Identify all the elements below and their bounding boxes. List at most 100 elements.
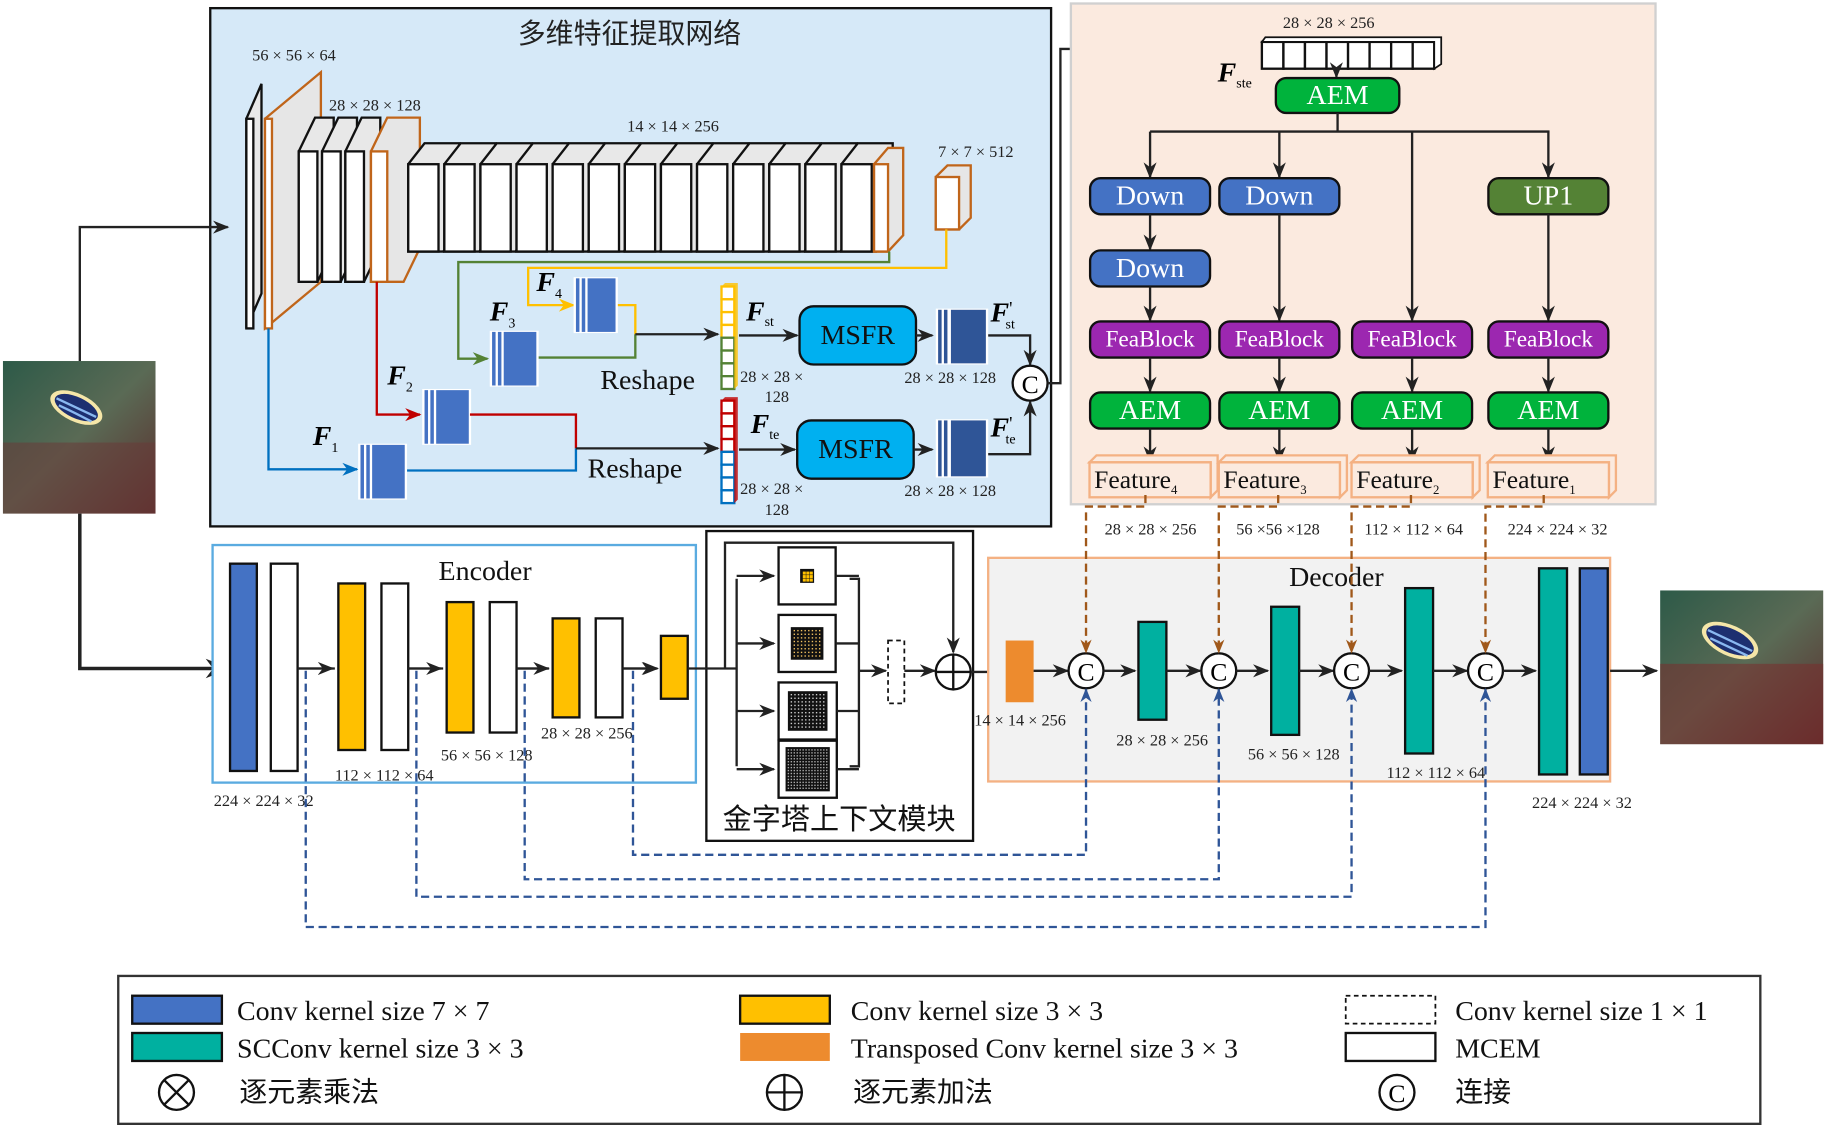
down-button-branch-2[interactable]: Down	[1218, 177, 1341, 216]
feablock-button-branch-4[interactable]: FeaBlock	[1487, 320, 1610, 359]
enc-dim-56: 56 × 56 × 128	[441, 745, 533, 764]
svg-text:Conv kernel size 3 × 3: Conv kernel size 3 × 3	[851, 996, 1103, 1027]
f4-label: F4	[535, 267, 562, 302]
dim-28-label: 28 × 28 × 128	[329, 96, 421, 115]
f-prime-te-block	[935, 419, 989, 478]
msfr-block-bottom[interactable]: MSFR	[796, 419, 915, 480]
legend-item-conv7: Conv kernel size 7 × 7	[131, 994, 489, 1027]
enc-dim-224: 224 × 224 × 32	[214, 791, 314, 810]
dec-scconv-3	[1403, 586, 1435, 755]
svg-text:Down: Down	[1116, 253, 1184, 284]
svg-text:UP1: UP1	[1524, 181, 1574, 212]
svg-text:AEM: AEM	[1248, 395, 1310, 426]
legend-item-scconv3: SCConv kernel size 3 × 3	[131, 1031, 524, 1064]
vec-dim-bottom-2: 128	[765, 500, 789, 519]
down-button-branch-1[interactable]: Down	[1088, 177, 1212, 216]
svg-text:C: C	[1388, 1079, 1405, 1108]
aem-panel: 28 × 28 × 256 Fste AEM DownDownFeaBlockA…	[1069, 2, 1657, 506]
concat-node-decoder-2: C	[1200, 652, 1238, 690]
pyramid-context-module: 金字塔上下文模块	[687, 529, 975, 843]
enc-conv3-2	[445, 600, 475, 734]
dec-dim-224: 224 × 224 × 32	[1532, 793, 1632, 812]
enc-mcem-1	[269, 562, 299, 773]
feature-connections	[1080, 494, 1545, 654]
decoder-title: Decoder	[1289, 562, 1384, 593]
f3-label: F3	[489, 296, 516, 331]
panel-title: 多维特征提取网络	[518, 17, 742, 50]
f3-block	[489, 330, 539, 387]
msfr-label-bottom: MSFR	[818, 434, 893, 465]
up1-button-branch-4[interactable]: UP1	[1487, 177, 1610, 216]
dec-dim-28: 28 × 28 × 256	[1116, 730, 1208, 749]
vec-dim-top-2: 128	[765, 387, 789, 406]
aem-button-branch-4[interactable]: AEM	[1487, 391, 1610, 430]
pyramid-conv1x1	[887, 639, 906, 705]
dec-scconv-1	[1137, 620, 1168, 721]
svg-text:C: C	[1022, 370, 1039, 399]
encoder-panel: Encoder 224 × 224 × 32 112 × 112 × 64 56…	[211, 543, 698, 810]
svg-text:Feature4: Feature4	[1094, 465, 1178, 497]
dec-dim-14: 14 × 14 × 256	[974, 711, 1066, 730]
pyramid-title: 金字塔上下文模块	[723, 802, 956, 836]
svg-text:FeaBlock: FeaBlock	[1105, 326, 1195, 352]
svg-text:C: C	[1077, 657, 1094, 686]
svg-text:FeaBlock: FeaBlock	[1367, 326, 1457, 352]
svg-text:Feature2: Feature2	[1356, 465, 1439, 497]
f-prime-st-label: F'st	[990, 297, 1015, 332]
legend-item-mcem: MCEM	[1344, 1031, 1541, 1064]
feablock-button-branch-1[interactable]: FeaBlock	[1088, 320, 1212, 359]
svg-text:Conv kernel size 7 × 7: Conv kernel size 7 × 7	[237, 996, 489, 1027]
legend-item-transposed: Transposed Conv kernel size 3 × 3	[740, 1032, 1238, 1064]
f-st-vector	[720, 282, 738, 391]
skip-connections	[304, 670, 1492, 929]
feablock-button-branch-2[interactable]: FeaBlock	[1218, 320, 1341, 359]
vec-dim-top: 28 × 28 ×	[740, 367, 803, 386]
f-prime-te-label: F'te	[990, 413, 1016, 448]
aem-button-branch-1[interactable]: AEM	[1088, 391, 1212, 430]
dec-dim-56: 56 × 56 × 128	[1248, 744, 1340, 763]
f-te-label: Fte	[750, 409, 780, 443]
concat-node-decoder-3: C	[1332, 652, 1371, 690]
f-ste-label: Fste	[1217, 58, 1252, 92]
output-image	[1660, 590, 1824, 745]
concat-node-extraction: C	[1011, 364, 1049, 402]
feablock-button-branch-3[interactable]: FeaBlock	[1350, 320, 1474, 359]
legend-item-conv1x1: Conv kernel size 1 × 1	[1344, 994, 1708, 1027]
enc-mcem-2	[380, 582, 410, 752]
svg-text:MCEM: MCEM	[1455, 1033, 1541, 1064]
out-dim-bottom: 28 × 28 × 128	[904, 481, 996, 500]
feature-box-1: Feature1	[1484, 454, 1618, 501]
svg-text:C: C	[1343, 657, 1360, 686]
out-dim-top: 28 × 28 × 128	[904, 368, 996, 387]
dim-7-label: 7 × 7 × 512	[938, 142, 1013, 161]
top-aem-button[interactable]: AEM	[1274, 76, 1401, 115]
aem-input-dim: 28 × 28 × 256	[1283, 13, 1375, 32]
pyramid-pool-4	[777, 739, 838, 799]
enc-conv3-4	[659, 634, 689, 700]
down-button-branch-1[interactable]: Down	[1088, 249, 1212, 288]
input-image	[2, 361, 156, 514]
enc-dim-112: 112 × 112 × 64	[335, 765, 434, 784]
svg-text:连接: 连接	[1455, 1077, 1511, 1109]
enc-mcem-4	[594, 617, 624, 719]
svg-text:AEM: AEM	[1517, 395, 1579, 426]
msfr-block-top[interactable]: MSFR	[798, 305, 918, 366]
feat-dim-4: 28 × 28 × 256	[1105, 520, 1197, 539]
feat-dim-3: 56 ×56 ×128	[1236, 520, 1320, 539]
pyramid-pool-2	[777, 613, 837, 674]
aem-button-branch-3[interactable]: AEM	[1350, 391, 1474, 430]
dec-scconv-2	[1270, 605, 1301, 737]
stage3-blocks	[407, 142, 894, 253]
dec-transposed	[1005, 640, 1034, 703]
pyramid-pool-1	[777, 546, 837, 606]
svg-text:FeaBlock: FeaBlock	[1504, 326, 1594, 352]
f-te-vector	[720, 397, 738, 505]
msfr-label-top: MSFR	[820, 320, 895, 351]
aem-button-branch-2[interactable]: AEM	[1218, 391, 1341, 430]
legend: Conv kernel size 7 × 7 SCConv kernel siz…	[117, 974, 1762, 1125]
dim-56-label: 56 × 56 × 64	[252, 46, 336, 65]
svg-text:Down: Down	[1116, 181, 1184, 212]
concat-icon	[1378, 1073, 1416, 1112]
dec-scconv-4	[1537, 567, 1569, 776]
